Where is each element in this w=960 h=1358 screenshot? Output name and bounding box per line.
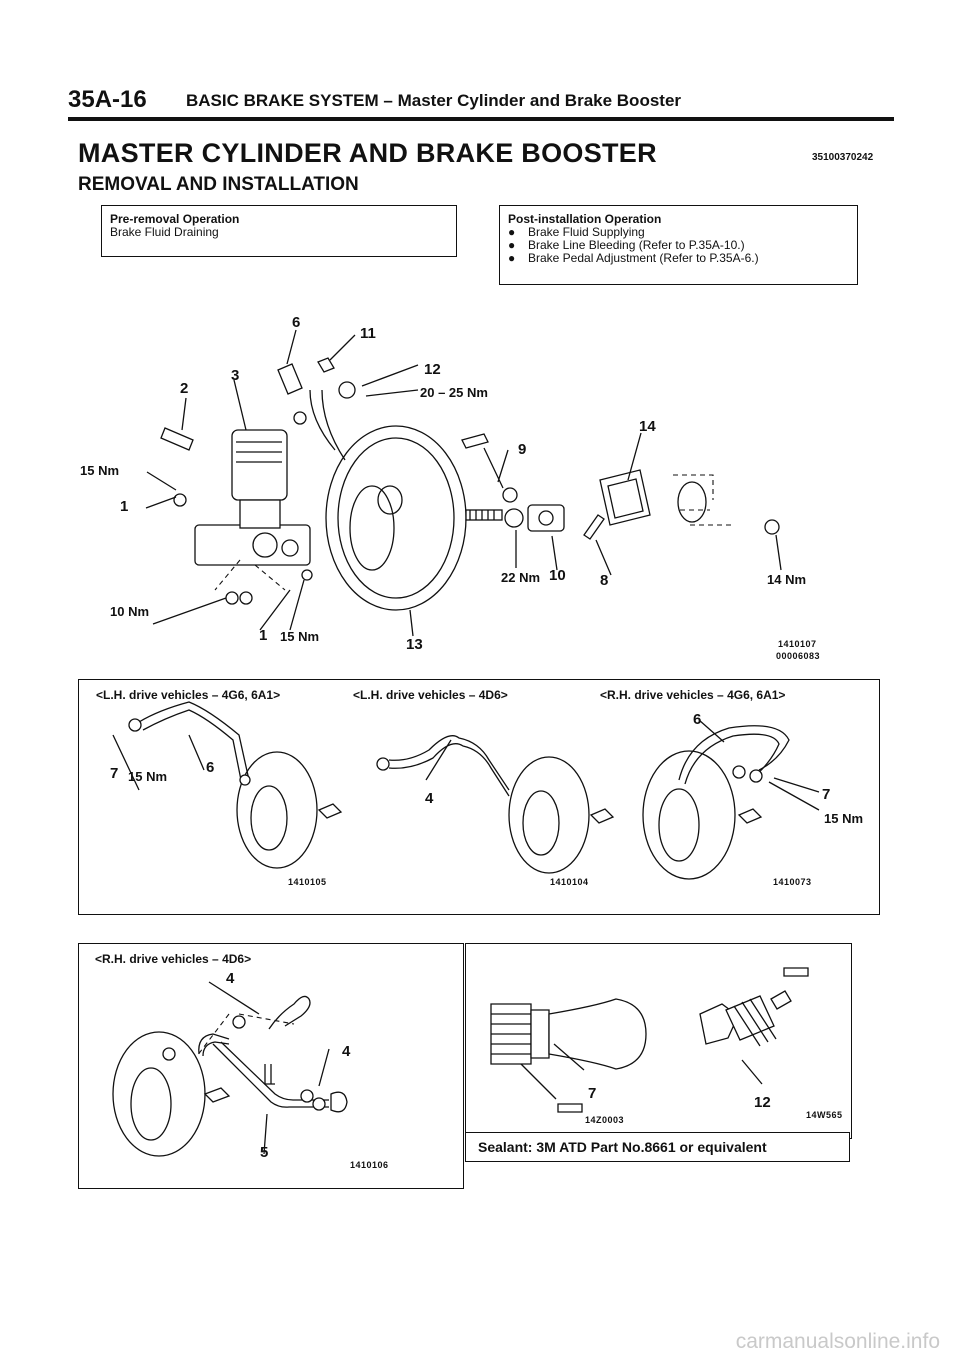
rh-4d6-part-4a: 4 bbox=[226, 970, 235, 987]
lh-4g6-torque: 15 Nm bbox=[128, 769, 168, 784]
sealant-note: Sealant: 3M ATD Part No.8661 or equivale… bbox=[465, 1132, 850, 1162]
rh-4d6-fig-code: 1410106 bbox=[350, 1160, 389, 1170]
sensor-fig-code-left: 14Z0003 bbox=[585, 1115, 625, 1125]
rh-4d6-heading: <R.H. drive vehicles – 4D6> bbox=[95, 952, 252, 966]
part-14-label: 14 bbox=[639, 418, 656, 435]
figure-code-2: 00006083 bbox=[776, 651, 821, 661]
part-1b-label: 1 bbox=[259, 627, 268, 644]
rh-4g6-part-7: 7 bbox=[822, 786, 831, 803]
lh-4g6-fig-code: 1410105 bbox=[288, 877, 327, 887]
torque-12-label: 20 – 25 Nm bbox=[420, 385, 488, 400]
part-10-label: 10 bbox=[549, 567, 566, 584]
part-11-label: 11 bbox=[360, 325, 376, 342]
part-13-label: 13 bbox=[406, 636, 423, 653]
brake-booster-drawing bbox=[325, 425, 467, 611]
post-item: ●Brake Pedal Adjustment (Refer to P.35A-… bbox=[508, 251, 759, 265]
post-installation-heading: Post-installation Operation bbox=[508, 212, 662, 226]
part-8-label: 8 bbox=[600, 572, 609, 589]
lh-4g6-part-6: 6 bbox=[206, 759, 215, 776]
sensor-part-12: 12 bbox=[754, 1094, 771, 1111]
torque-15b-label: 15 Nm bbox=[280, 629, 320, 644]
lh-4d6-heading: <L.H. drive vehicles – 4D6> bbox=[353, 688, 508, 702]
torque-14-label: 14 Nm bbox=[767, 572, 807, 587]
rh-4d6-part-5: 5 bbox=[260, 1144, 269, 1161]
part-12-label: 12 bbox=[424, 361, 441, 378]
header-rule bbox=[68, 117, 894, 121]
pre-removal-box: Pre-removal Operation Brake Fluid Draini… bbox=[101, 205, 457, 257]
sensor-drawing bbox=[490, 967, 809, 1113]
watermark-text: carmanualsonline.info bbox=[735, 1330, 940, 1353]
main-exploded-diagram bbox=[145, 329, 782, 637]
part-9-label: 9 bbox=[518, 441, 527, 458]
section-title: BASIC BRAKE SYSTEM – Master Cylinder and… bbox=[186, 91, 682, 110]
pre-removal-heading: Pre-removal Operation bbox=[110, 212, 240, 226]
sensor-panel bbox=[465, 943, 852, 1139]
figure-code-1: 1410107 bbox=[778, 639, 817, 649]
rh-4d6-drawing bbox=[112, 981, 348, 1157]
torque-22-label: 22 Nm bbox=[501, 570, 541, 585]
torque-10-label: 10 Nm bbox=[110, 604, 150, 619]
page-title: MASTER CYLINDER AND BRAKE BOOSTER bbox=[78, 138, 657, 168]
post-installation-box: Post-installation Operation ●Brake Fluid… bbox=[499, 205, 858, 285]
part-2-label: 2 bbox=[180, 380, 189, 397]
sensor-part-7: 7 bbox=[588, 1085, 597, 1102]
torque-15a-label: 15 Nm bbox=[80, 463, 120, 478]
sensor-fig-code-right: 14W565 bbox=[806, 1110, 843, 1120]
part-3-label: 3 bbox=[231, 367, 240, 384]
rh-4d6-part-4b: 4 bbox=[342, 1043, 351, 1060]
rh-4g6-torque: 15 Nm bbox=[824, 811, 864, 826]
part-6-label: 6 bbox=[292, 314, 301, 331]
rh-4g6-part-6: 6 bbox=[693, 711, 702, 728]
lh-4d6-fig-code: 1410104 bbox=[550, 877, 589, 887]
lh-4g6-part-7: 7 bbox=[110, 765, 119, 782]
reservoir-drawing bbox=[231, 429, 288, 501]
rh-4g6-heading: <R.H. drive vehicles – 4G6, 6A1> bbox=[600, 688, 786, 702]
doc-number: 35100370242 bbox=[812, 152, 874, 163]
lh-4d6-part-4: 4 bbox=[425, 790, 434, 807]
post-item: ●Brake Fluid Supplying bbox=[508, 225, 645, 239]
drive-variants-drawing bbox=[112, 701, 820, 880]
page-code: 35A-16 bbox=[68, 86, 147, 113]
page-subtitle: REMOVAL AND INSTALLATION bbox=[78, 174, 359, 195]
post-item: ●Brake Line Bleeding (Refer to P.35A-10.… bbox=[508, 238, 745, 252]
drive-variants-panel bbox=[78, 679, 880, 915]
part-1a-label: 1 bbox=[120, 498, 129, 515]
rh-4g6-fig-code: 1410073 bbox=[773, 877, 812, 887]
pre-removal-item: Brake Fluid Draining bbox=[110, 225, 219, 239]
lh-4g6-heading: <L.H. drive vehicles – 4G6, 6A1> bbox=[96, 688, 281, 702]
rh-4d6-panel bbox=[78, 943, 464, 1189]
